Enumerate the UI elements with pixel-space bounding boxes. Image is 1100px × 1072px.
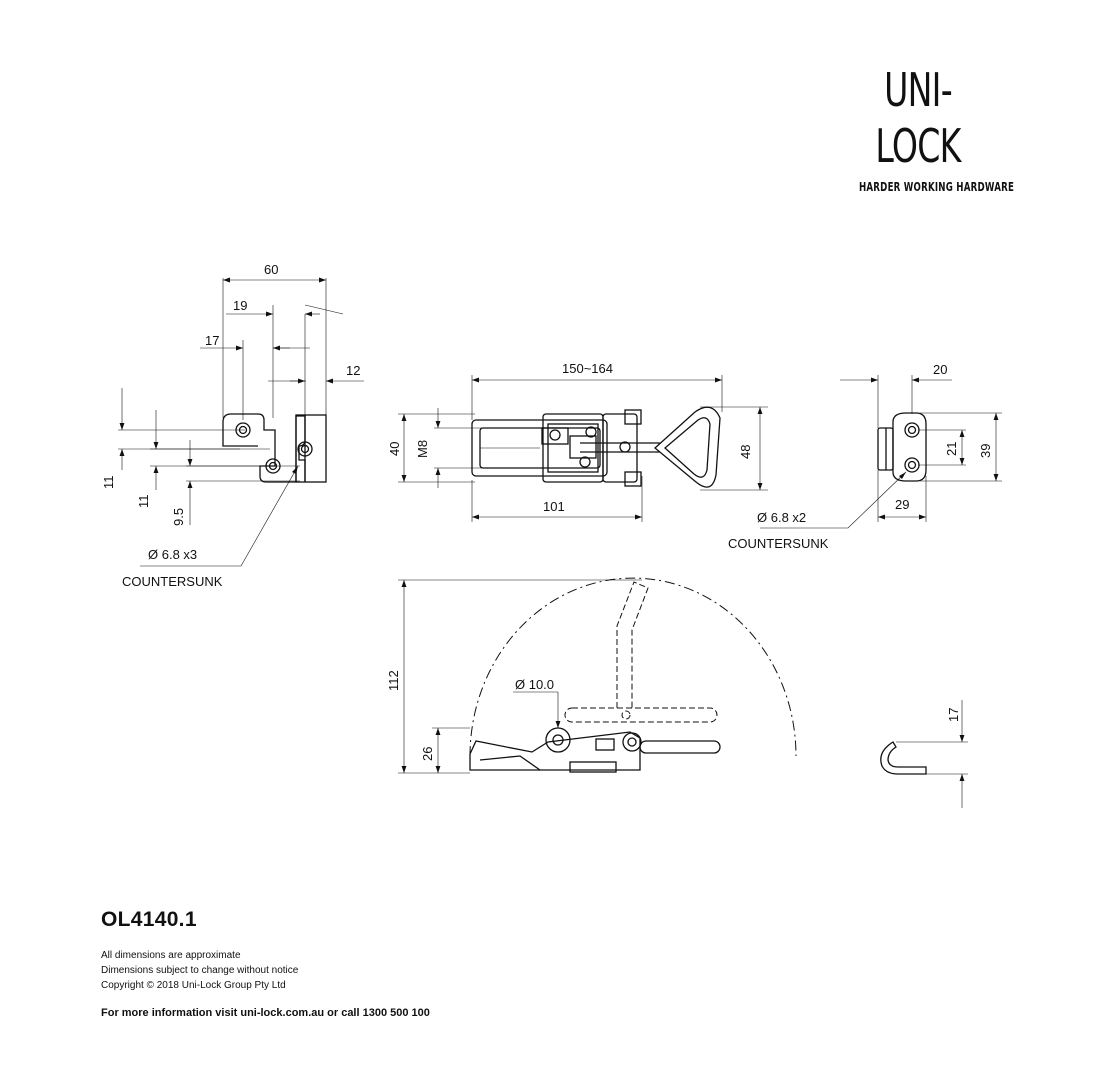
dim-12: 12 [346,363,360,378]
footer: OL4140.1 All dimensions are approximate … [101,908,701,1019]
brand-name: UNI-LOCK [875,63,961,173]
note-item: Copyright © 2018 Uni-Lock Group Pty Ltd [101,980,286,991]
dim-26: 26 [420,747,435,761]
hole-note-right: Ø 6.8 x2 [757,510,806,525]
brand-logo: UNI-LOCK HARDER WORKING HARDWARE [836,62,1015,194]
part-number: OL4140.1 [101,908,197,931]
dim-pin: Ø 10.0 [515,677,554,692]
dim-17: 17 [205,333,219,348]
hook-view: 17 [880,700,968,808]
hole-note-left: Ø 6.8 x3 [148,547,197,562]
dim-150-164: 150~164 [562,361,613,376]
dim-112: 112 [386,670,401,691]
latch-top-view: 150~164 40 M8 48 101 [387,361,768,522]
countersunk-left: COUNTERSUNK [122,574,223,589]
dim-40: 40 [387,442,402,456]
dim-19: 19 [233,298,247,313]
dim-29: 29 [895,497,909,512]
dim-9-5: 9.5 [171,508,186,526]
note-item: Dimensions subject to change without not… [101,965,299,976]
keeper-view: 20 21 39 29 Ø 6.8 x2 COUNTERSUNK [728,362,1002,551]
dim-39: 39 [978,444,993,458]
dim-11-b: 11 [136,495,151,509]
note-item: All dimensions are approximate [101,950,241,961]
catch-plate-view: 60 19 17 12 11 11 9.5 Ø 6.8 x3 COUNTERSU… [101,262,364,589]
notes-list: All dimensions are approximate Dimension… [101,948,701,993]
latch-side-view: 112 26 Ø 10.0 [386,577,797,774]
dim-20: 20 [933,362,947,377]
dim-101: 101 [543,499,565,514]
brand-tagline: HARDER WORKING HARDWARE [858,180,1015,194]
dim-21: 21 [944,442,959,456]
dim-11-a: 11 [101,476,116,490]
more-info: For more information visit uni-lock.com.… [101,1007,430,1019]
dim-hook-17: 17 [946,708,961,722]
dim-48: 48 [738,445,753,459]
countersunk-right: COUNTERSUNK [728,536,829,551]
dim-60: 60 [264,262,278,277]
dim-m8: M8 [415,440,430,458]
